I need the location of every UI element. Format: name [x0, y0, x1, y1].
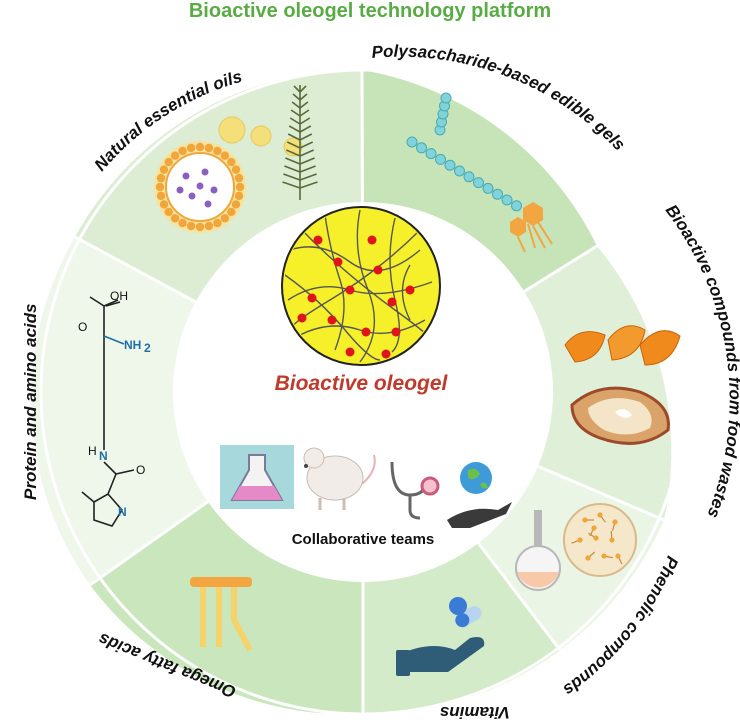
fatty-acid-icon: [190, 577, 253, 652]
dried-apple-icon: [570, 386, 670, 445]
chem-label-oh: OH: [110, 289, 128, 303]
herb-plant-icon: [282, 85, 318, 200]
globe-on-hand-icon: [447, 462, 512, 528]
orange-peel-icon: [564, 325, 681, 366]
flask-icon: [515, 510, 561, 591]
page-title: Bioactive oleogel technology platform: [189, 0, 551, 22]
lab-mouse-icon: [303, 447, 376, 510]
label-vitamins: Vitamins: [440, 703, 510, 722]
chem-label-h: H: [88, 444, 97, 458]
lab-flask-icon: [220, 445, 294, 509]
amino-acid-structure: [81, 296, 135, 527]
polysaccharide-chain-icon: [406, 92, 522, 212]
team-label: Collaborative teams: [292, 531, 435, 548]
chem-label-o2: O: [136, 463, 145, 477]
amino-acid-labels: OH O NH 2 H N O N: [78, 289, 151, 519]
hexagon-bead-icon: [510, 202, 553, 253]
center-title: Bioactive oleogel: [275, 372, 449, 395]
chem-label-n-amide: N: [99, 449, 108, 463]
hand-with-pills-icon: [396, 597, 485, 676]
oleogel-network-icon: [281, 206, 441, 366]
chem-label-o: O: [78, 320, 87, 334]
chem-label-nh2: NH: [124, 338, 141, 352]
ring-outline: [39, 68, 687, 716]
magnified-particles-icon: [563, 503, 637, 577]
chem-label-nh2-sub: 2: [144, 341, 151, 355]
chem-label-n-ring: N: [118, 505, 127, 519]
label-protein: Protein and amino acids: [21, 304, 40, 501]
micelle-illustration: [154, 141, 246, 233]
stethoscope-icon: [390, 461, 440, 520]
